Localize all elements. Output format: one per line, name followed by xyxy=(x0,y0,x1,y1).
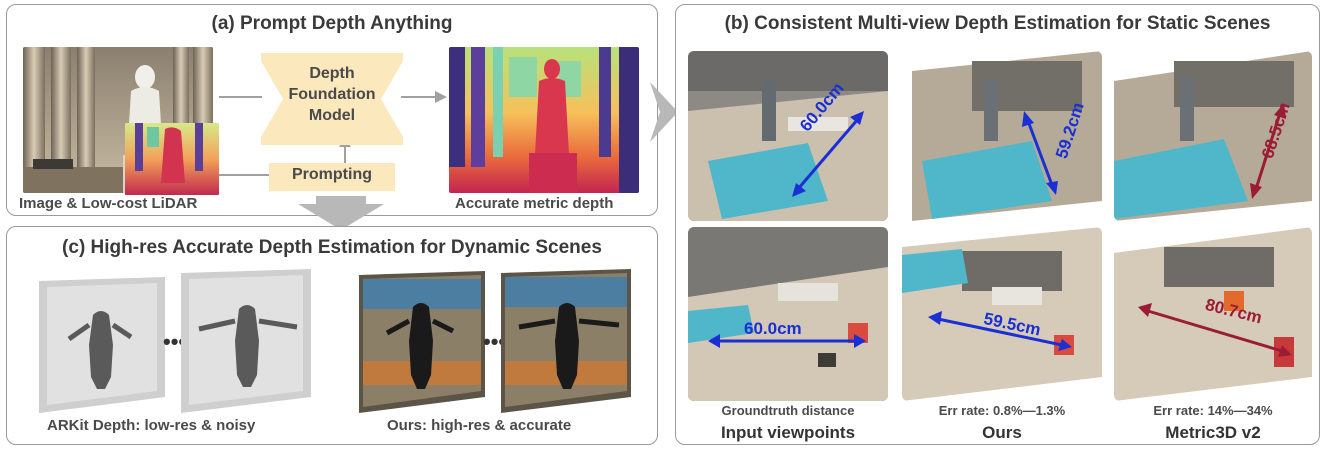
ours-bottom-measure-arrow xyxy=(928,311,1072,351)
ours-top-measure-arrow xyxy=(1022,111,1058,195)
model-box xyxy=(261,53,403,145)
ellipsis-1: ••• xyxy=(163,329,187,354)
panel-b-title: (b) Consistent Multi-view Depth Estimati… xyxy=(724,13,1271,34)
ours-top-photo xyxy=(902,51,1102,221)
arkit-frame-1 xyxy=(39,277,165,413)
ours-frame-2 xyxy=(501,269,631,413)
output-label: Accurate metric depth xyxy=(455,195,614,212)
arkit-label: ARKit Depth: low-res & noisy xyxy=(47,417,256,434)
arrow-a-to-b xyxy=(650,82,678,142)
input-label: Image & Low-cost LiDAR xyxy=(19,195,198,212)
col3-sub: Err rate: 14%—34% xyxy=(1153,403,1273,418)
prompting-box xyxy=(269,163,395,191)
ellipsis-2: ••• xyxy=(483,329,507,354)
input-top-measure-arrow xyxy=(792,111,864,197)
panel-a-title: (a) Prompt Depth Anything xyxy=(211,13,453,34)
lidar-depth-inset xyxy=(125,123,219,195)
prompting-label: Prompting xyxy=(292,166,372,183)
metric3d-top-measure-arrow xyxy=(1250,103,1286,199)
col2-header: Ours xyxy=(982,423,1022,442)
output-depth-image xyxy=(449,47,639,193)
col3-header: Metric3D v2 xyxy=(1165,423,1261,442)
panel-a: (a) Prompt Depth Anything xyxy=(6,4,658,216)
arrow-a-to-c xyxy=(298,196,384,230)
panel-c-title: (c) High-res Accurate Depth Estimation f… xyxy=(62,237,602,258)
col2-sub: Err rate: 0.8%—1.3% xyxy=(938,403,1066,418)
input-bottom-measure: 60.0cm xyxy=(744,319,802,338)
input-top-photo xyxy=(688,51,888,221)
col1-sub: Groundtruth distance xyxy=(721,403,855,418)
col1-header: Input viewpoints xyxy=(720,423,856,442)
model-label: Depth Foundation Model xyxy=(288,65,376,124)
metric3d-bottom-measure-arrow xyxy=(1138,303,1292,357)
ours-label: Ours: high-res & accurate xyxy=(387,417,572,434)
metric3d-top-photo xyxy=(1114,51,1312,221)
input-bottom-photo xyxy=(688,227,888,401)
arkit-frame-2 xyxy=(181,269,311,413)
panel-c: (c) High-res Accurate Depth Estimation f… xyxy=(6,226,658,445)
panel-b: (b) Consistent Multi-view Depth Estimati… xyxy=(675,4,1320,445)
input-bottom-measure-arrow xyxy=(708,334,866,348)
ours-frame-1 xyxy=(359,271,485,413)
